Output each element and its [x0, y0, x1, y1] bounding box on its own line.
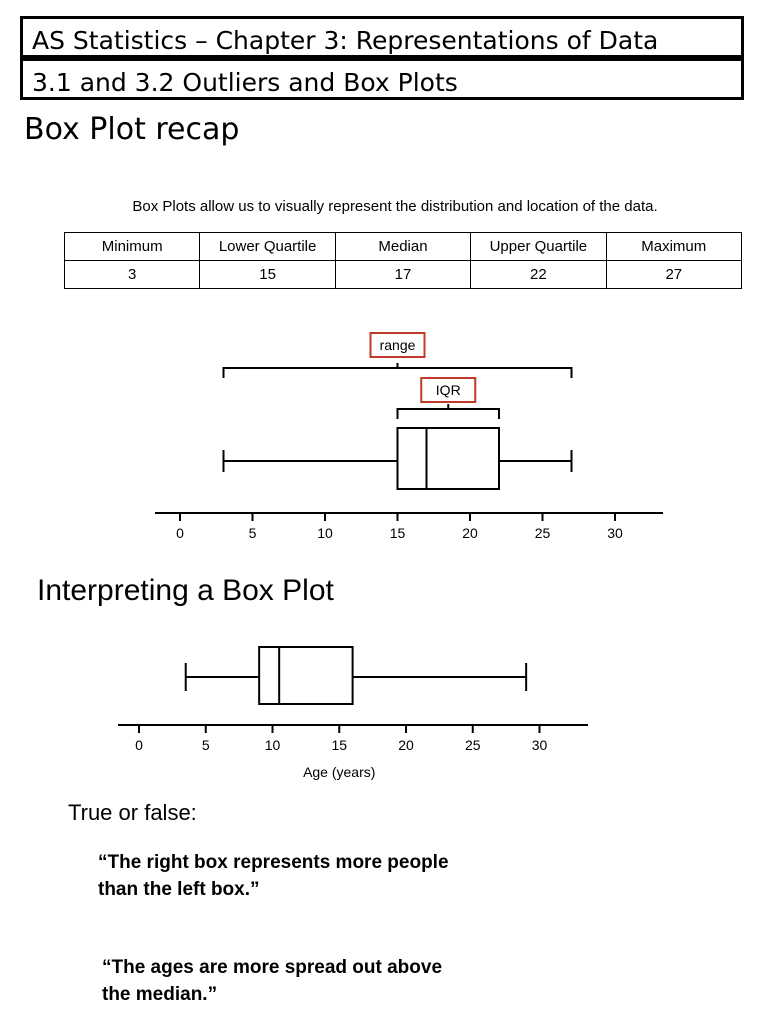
- value-cell: 15: [199, 260, 336, 289]
- true-or-false-label: True or false:: [68, 800, 197, 825]
- plot2-tick-label: 5: [202, 737, 210, 753]
- iqr-label-box: [420, 377, 477, 403]
- header-cell: Upper Quartile: [470, 232, 607, 261]
- plot1-tick-label: 5: [249, 525, 257, 541]
- value-cell: 3: [63, 260, 201, 289]
- plot1-tick-label: 0: [176, 525, 184, 541]
- range-brace: [222, 363, 573, 378]
- statement-1: “The right box represents more people th…: [98, 852, 449, 900]
- plot2-tick-label: 15: [331, 737, 347, 753]
- plot1-tick-label: 10: [317, 525, 333, 541]
- plot2-tick-label: 30: [532, 737, 548, 753]
- range-label-text: range: [380, 337, 416, 353]
- table-value-row: 3 15 17 22 27: [63, 260, 743, 289]
- chapter-title: AS Statistics – Chapter 3: Representatio…: [20, 16, 744, 58]
- plot1-box: [396, 427, 500, 490]
- iqr-label-text: IQR: [436, 382, 461, 398]
- interpreting-heading: Interpreting a Box Plot: [37, 574, 334, 607]
- value-cell: 17: [334, 260, 472, 289]
- section-title: 3.1 and 3.2 Outliers and Box Plots: [20, 58, 744, 100]
- range-label-box: [369, 332, 426, 358]
- statement-2: “The ages are more spread out above the …: [102, 957, 443, 1005]
- plot2-tick-label: 25: [465, 737, 481, 753]
- chapter-title-text: AS Statistics – Chapter 3: Representatio…: [32, 26, 659, 55]
- plot2-box: [258, 646, 354, 705]
- iqr-brace: [396, 404, 500, 419]
- box-plot-recap-heading: Box Plot recap: [24, 112, 240, 147]
- box-plot-intro-text: Box Plots allow us to visually represent…: [132, 198, 658, 215]
- plot2-x-axis-title: Age (years): [303, 764, 375, 780]
- value-cell: 27: [605, 260, 743, 289]
- five-number-summary-table: Minimum Lower Quartile Median Upper Quar…: [63, 232, 743, 289]
- value-cell: 22: [470, 260, 607, 289]
- plot1-tick-label: 20: [462, 525, 478, 541]
- table-header-row: Minimum Lower Quartile Median Upper Quar…: [63, 232, 743, 261]
- plot2-tick-label: 20: [398, 737, 414, 753]
- header-cell: Maximum: [605, 232, 743, 261]
- section-title-text: 3.1 and 3.2 Outliers and Box Plots: [32, 68, 458, 97]
- plot1-tick-label: 15: [390, 525, 406, 541]
- plot1-tick-label: 30: [607, 525, 623, 541]
- plot2-tick-label: 10: [265, 737, 281, 753]
- plot2-tick-label: 0: [135, 737, 143, 753]
- plot1-tick-label: 25: [535, 525, 551, 541]
